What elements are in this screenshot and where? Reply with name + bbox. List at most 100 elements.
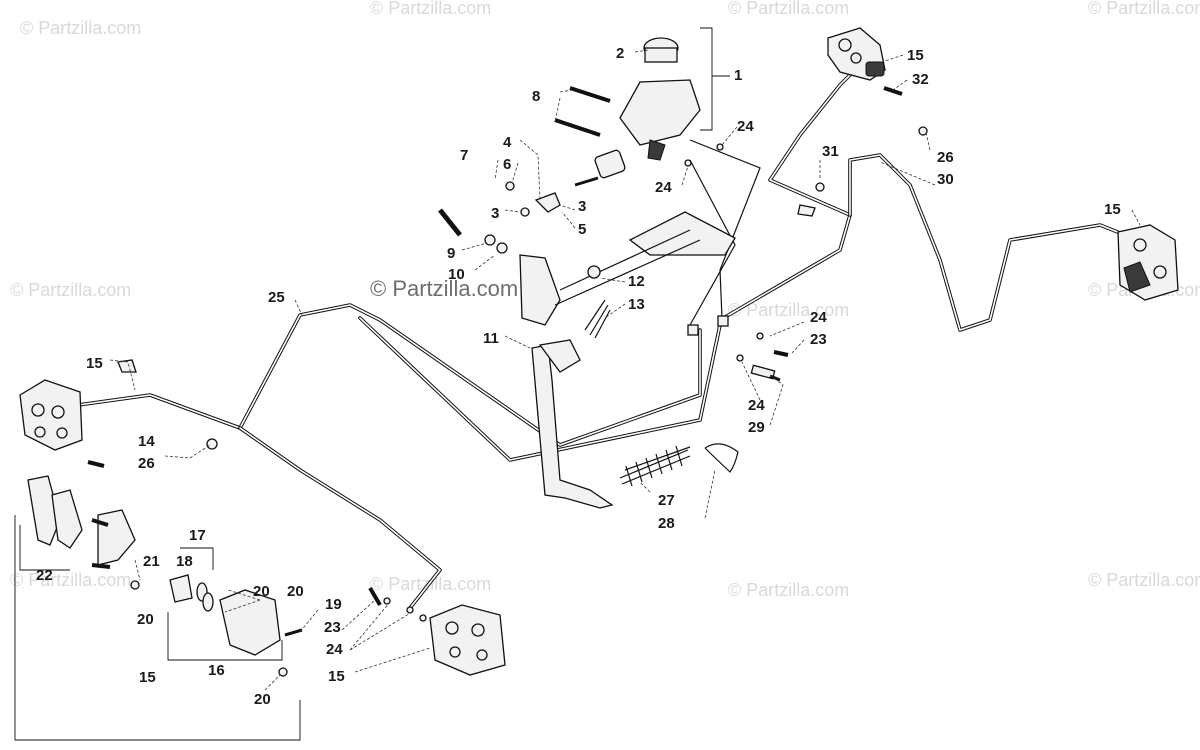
bleeder-screw — [284, 628, 303, 637]
callout-label: 1 — [734, 67, 742, 84]
washer — [206, 438, 218, 450]
brake-light-switch — [750, 364, 781, 382]
washer — [484, 234, 496, 246]
callout-label: 31 — [822, 143, 839, 160]
callout-label: 23 — [810, 331, 827, 348]
pedal-pivot — [538, 339, 581, 373]
watermark: © Partzilla.com — [728, 0, 849, 18]
callout-label: 16 — [208, 662, 225, 679]
master-cylinder — [594, 37, 701, 179]
callout-label: 26 — [937, 149, 954, 166]
washer — [278, 667, 288, 677]
callout-label: 29 — [748, 419, 765, 436]
watermark: © Partzilla.com — [728, 300, 849, 320]
callout-label: 7 — [460, 147, 468, 164]
washer — [756, 332, 764, 340]
leader-lines — [109, 49, 1141, 691]
callout-label: 12 — [628, 273, 645, 290]
master-cylinder-piston — [594, 149, 626, 179]
bolt — [438, 208, 462, 237]
line-clip — [117, 204, 816, 373]
bolt — [87, 460, 105, 468]
banjo-fitting — [687, 324, 699, 336]
group-brackets — [14, 27, 730, 741]
caliper-rear-right — [1117, 224, 1179, 301]
callout-label: 4 — [503, 134, 512, 151]
pedal-arm — [531, 344, 614, 509]
callout-label: 27 — [658, 492, 675, 509]
outlet-fitting — [647, 139, 666, 161]
callout-label: 17 — [189, 527, 206, 544]
watermark-center: © Partzilla.com — [370, 276, 518, 301]
callout-label: 15 — [328, 668, 345, 685]
callout-label: 6 — [503, 156, 511, 173]
slide-pin — [91, 518, 109, 527]
washer — [520, 207, 530, 217]
callout-label: 26 — [138, 455, 155, 472]
callout-label: 24 — [326, 641, 343, 658]
callout-label: 8 — [532, 88, 540, 105]
brake-pad — [27, 475, 61, 546]
callout-label: 15 — [907, 47, 924, 64]
brake-pedal — [519, 211, 736, 509]
watermark: © Partzilla.com — [10, 570, 131, 590]
pushrod — [574, 176, 599, 187]
callout-label: 20 — [253, 583, 270, 600]
washer — [419, 614, 427, 622]
caliper-front-right — [827, 27, 886, 81]
reservoir-cap-body — [644, 47, 678, 63]
callout-label: 15 — [139, 669, 156, 686]
callout-label: 30 — [937, 171, 954, 188]
brake-lines — [76, 68, 1127, 610]
banjo-fitting — [717, 315, 729, 327]
callout-label: 22 — [36, 567, 53, 584]
return-spring — [619, 445, 691, 487]
caliper-housing — [219, 589, 281, 656]
washer — [505, 181, 515, 191]
washer — [130, 580, 140, 590]
slide-pin — [91, 563, 111, 569]
bolt — [883, 86, 903, 96]
callout-label: 20 — [137, 611, 154, 628]
watermark: © Partzilla.com — [728, 580, 849, 600]
callout-label: 2 — [616, 45, 624, 62]
callout-label: 25 — [268, 289, 285, 306]
callout-label: 23 — [324, 619, 341, 636]
caliper-bracket — [97, 509, 136, 566]
callout-label: 24 — [748, 397, 765, 414]
washers — [130, 126, 928, 677]
callout-label: 15 — [86, 355, 103, 372]
pedal-link — [554, 239, 701, 306]
pedal-pivot-bracket — [519, 254, 561, 326]
callout-labels: 1 2 3 3 4 5 6 7 8 9 10 11 12 13 14 15 15… — [36, 45, 1121, 708]
callout-label: 24 — [655, 179, 672, 196]
callout-label: 9 — [447, 245, 455, 262]
callout-label: 28 — [658, 515, 675, 532]
bolt — [773, 350, 789, 357]
bolt — [554, 118, 601, 137]
washer — [716, 143, 724, 151]
callout-label: 20 — [254, 691, 271, 708]
callout-label: 20 — [287, 583, 304, 600]
callout-label: 18 — [176, 553, 193, 570]
watermark: © Partzilla.com — [370, 0, 491, 18]
callout-label: 5 — [578, 221, 586, 238]
callout-label: 24 — [810, 309, 827, 326]
clevis-bracket — [534, 192, 561, 213]
washer — [918, 126, 928, 136]
watermark: © Partzilla.com — [10, 280, 131, 300]
washer — [406, 606, 414, 614]
bolt — [368, 586, 382, 607]
brake-pad — [51, 489, 83, 549]
callout-label: 32 — [912, 71, 929, 88]
callout-label: 11 — [483, 330, 499, 347]
caliper-front-left — [19, 379, 83, 451]
watermark: © Partzilla.com — [20, 18, 141, 38]
bolt — [569, 86, 611, 103]
callout-label: 10 — [448, 266, 465, 283]
callout-label: 13 — [628, 296, 645, 313]
master-cylinder-body — [619, 79, 701, 146]
caliper-exploded-parts — [27, 475, 303, 656]
washer — [815, 182, 825, 192]
